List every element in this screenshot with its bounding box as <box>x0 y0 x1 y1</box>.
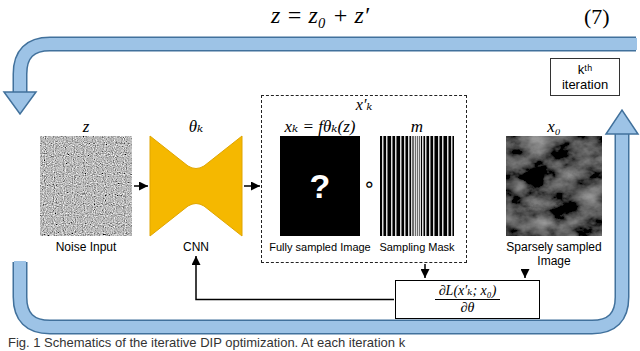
cnn-bowtie <box>150 136 242 236</box>
image-caption: Sparsely sampled Image <box>506 240 602 268</box>
group-label: x′ₖ <box>262 96 466 114</box>
image-heading: x₀ <box>547 118 560 136</box>
connector <box>196 256 394 300</box>
image-frame <box>380 136 454 236</box>
image-caption: Sampling Mask <box>379 240 454 254</box>
connector <box>424 264 426 278</box>
image-node: xₖ = fθₖ(z)? Fully sampled Image <box>268 118 372 254</box>
connector <box>134 185 148 187</box>
fraction-numerator: ∂L(x′ₖ; x₀) <box>435 283 501 300</box>
equation: z = z₀ + z′ <box>0 2 640 29</box>
loop-arrow-top <box>4 44 637 114</box>
image-node: θₖCNN <box>150 118 242 254</box>
image-overlay-text: ? <box>280 168 360 204</box>
image-frame <box>40 136 132 236</box>
image-frame: ? <box>280 136 360 236</box>
fraction-denominator: ∂θ <box>461 300 475 316</box>
iteration-box: kᵗʰ iteration <box>550 58 620 96</box>
image-caption: Fully sampled Image <box>269 240 371 254</box>
image-node: mSampling Mask <box>375 118 459 254</box>
image-caption: Noise Input <box>56 240 117 254</box>
image-frame <box>150 136 242 236</box>
noise-image <box>40 136 132 236</box>
hadamard-operator: ∘ <box>363 172 376 196</box>
image-heading: θₖ <box>189 118 204 136</box>
connector <box>244 185 260 187</box>
image-caption: CNN <box>183 240 209 254</box>
equation-number: (7) <box>584 4 610 30</box>
image-heading: z <box>83 118 90 136</box>
image-frame <box>506 136 602 236</box>
sampling-mask <box>380 136 454 236</box>
loss-box: ∂L(x′ₖ; x₀)∂θ <box>395 280 540 319</box>
box-text: kᵗʰ iteration <box>553 62 617 92</box>
connector <box>524 270 526 278</box>
figure-caption: Fig. 1 Schematics of the iterative DIP o… <box>8 336 405 350</box>
sparse-image <box>506 136 602 236</box>
image-heading: m <box>411 118 423 136</box>
loop-arrow-bottom <box>20 110 638 327</box>
image-heading: xₖ = fθₖ(z) <box>285 118 356 136</box>
fully-sampled-image <box>280 136 360 236</box>
image-node: zNoise Input <box>40 118 132 254</box>
image-node: x₀ Sparsely sampled Image <box>506 118 602 268</box>
